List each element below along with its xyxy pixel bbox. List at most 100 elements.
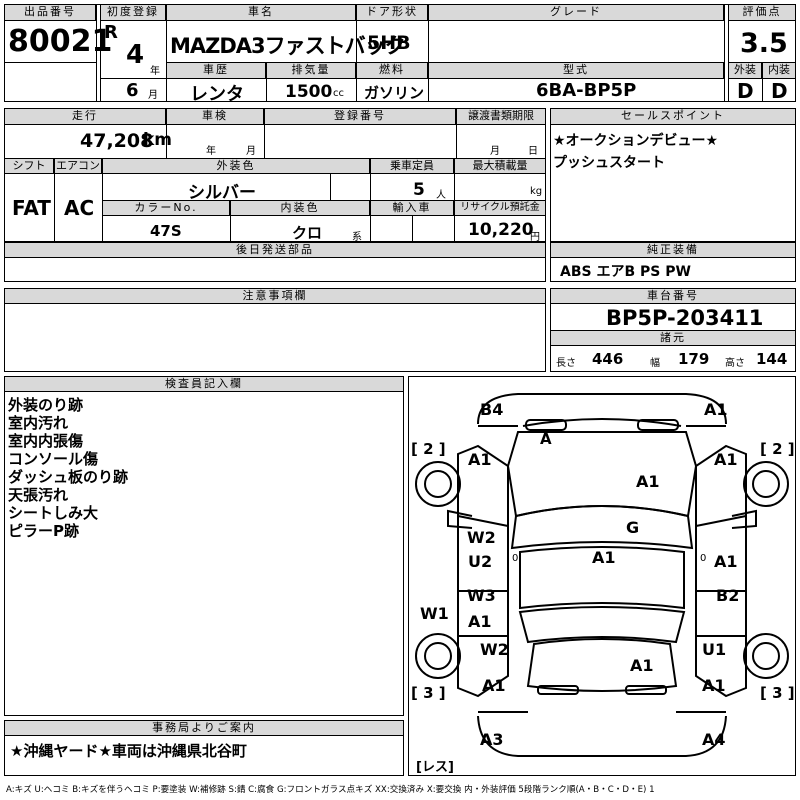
label-zero-right: 0 bbox=[700, 553, 707, 564]
capacity-unit: 人 bbox=[436, 190, 446, 201]
recycle-header: リサイクル預託金 bbox=[454, 200, 546, 216]
int-color-value: クロ bbox=[292, 224, 323, 242]
notes-header: 注意事項欄 bbox=[4, 288, 546, 304]
insp-month-unit: 月 bbox=[246, 146, 256, 157]
label-door-fl-bottom: U2 bbox=[468, 552, 493, 571]
wheel-front-left bbox=[415, 461, 461, 507]
shift-header: シフト bbox=[4, 158, 54, 174]
label-door-rl-bottom: A1 bbox=[468, 612, 492, 631]
transfer-month-unit: 月 bbox=[490, 146, 500, 157]
lot-no-header: 出品番号 bbox=[4, 4, 96, 21]
label-trunk: A1 bbox=[630, 656, 654, 675]
car-diagram bbox=[408, 376, 796, 776]
inspector-note: 室内内張傷 bbox=[8, 432, 84, 450]
label-bracket-left-top: [ 2 ] bbox=[411, 440, 446, 458]
model-header: 型式 bbox=[428, 62, 724, 79]
wheel-rear-left bbox=[415, 633, 461, 679]
door-value: 5HB bbox=[367, 32, 411, 54]
label-bracket-right-bottom: [ 3 ] bbox=[760, 684, 795, 702]
capacity-header: 乗車定員 bbox=[370, 158, 454, 174]
label-rear-right: A4 bbox=[702, 730, 726, 749]
label-bracket-left-bottom: [ 3 ] bbox=[411, 684, 446, 702]
label-spare: [レス] bbox=[416, 760, 454, 775]
legend: A:キズ U:ヘコミ B:キズを伴うヘコミ P:要塗装 W:補修跡 S:錆 C:… bbox=[6, 785, 655, 795]
label-rear-left: A3 bbox=[480, 730, 504, 749]
aircon-header: エアコン bbox=[54, 158, 102, 174]
left-side bbox=[457, 444, 509, 698]
aircon-value: AC bbox=[64, 196, 95, 220]
score-header: 評価点 bbox=[728, 4, 796, 21]
car-diagram-svg bbox=[415, 393, 789, 757]
inspector-note: 外装のり跡 bbox=[8, 396, 84, 414]
office-header: 事務局よりご案内 bbox=[4, 720, 404, 736]
wheel-front-right bbox=[743, 461, 789, 507]
car-name-value: MAZDA3ファストバック bbox=[170, 34, 406, 58]
grade-header: グレード bbox=[428, 4, 724, 21]
recycle-value: 10,220 bbox=[468, 220, 534, 240]
fuel-header: 燃料 bbox=[356, 62, 428, 79]
label-windshield: G bbox=[626, 518, 640, 537]
inspector-note: シートしみ大 bbox=[8, 504, 99, 522]
details-block bbox=[4, 108, 546, 242]
label-door-fl-top: W2 bbox=[467, 528, 496, 547]
later-parts-header: 後日発送部品 bbox=[4, 242, 546, 258]
label-bracket-right-top: [ 2 ] bbox=[760, 440, 795, 458]
int-color-suffix: 系 bbox=[352, 232, 362, 243]
inspector-note: 天張汚れ bbox=[8, 486, 69, 504]
height-label: 高さ bbox=[725, 358, 745, 369]
recycle-unit: 円 bbox=[530, 232, 540, 243]
sales-point-block bbox=[550, 108, 796, 242]
label-hood: A1 bbox=[636, 472, 660, 491]
mileage-header: 走行 bbox=[4, 108, 166, 125]
office-note: ★沖縄ヤード★車両は沖縄県北谷町 bbox=[10, 742, 247, 760]
color-no-header: カラーNo. bbox=[102, 200, 230, 216]
front-bumper bbox=[477, 393, 727, 425]
length-value: 446 bbox=[592, 350, 624, 368]
label-front-fender-right: A1 bbox=[714, 450, 738, 469]
history-header: 車歴 bbox=[166, 62, 266, 79]
trunk-outline bbox=[526, 638, 678, 692]
ext-color-value: シルバー bbox=[188, 183, 256, 203]
lot-no-value: 80021 bbox=[8, 24, 113, 59]
interior-header: 内装 bbox=[762, 62, 796, 79]
shift-value: FAT bbox=[12, 196, 51, 220]
hood-outline bbox=[506, 431, 698, 518]
genuine-header: 純正装備 bbox=[550, 242, 796, 258]
rear-glass bbox=[518, 606, 686, 644]
label-front-fender-left: A1 bbox=[468, 450, 492, 469]
label-rear-fender-right: A1 bbox=[702, 676, 726, 695]
ext-color-header: 外装色 bbox=[102, 158, 370, 174]
sales-point-2: プッシュスタート bbox=[553, 155, 665, 171]
label-door-rl-top: W3 bbox=[467, 586, 496, 605]
label-front-right: A1 bbox=[704, 400, 728, 419]
dimensions-header: 諸元 bbox=[550, 330, 796, 346]
mileage-unit: km bbox=[143, 130, 173, 150]
label-zero-left: 0 bbox=[512, 553, 519, 564]
roof-outline bbox=[519, 546, 685, 610]
exterior-header: 外装 bbox=[728, 62, 762, 79]
label-roof: A1 bbox=[592, 548, 616, 567]
fuel-value: ガソリン bbox=[364, 84, 425, 102]
label-rear-fender-left: A1 bbox=[482, 676, 506, 695]
inspector-header: 検査員記入欄 bbox=[4, 376, 404, 392]
rear-bumper bbox=[477, 715, 727, 757]
insp-year-unit: 年 bbox=[206, 146, 216, 157]
length-label: 長さ bbox=[556, 358, 576, 369]
capacity-value: 5 bbox=[413, 180, 425, 200]
import-header: 輸入車 bbox=[370, 200, 454, 216]
width-value: 179 bbox=[678, 350, 710, 368]
right-side bbox=[695, 444, 747, 698]
cc-unit: cc bbox=[333, 88, 344, 99]
label-hood-small: A bbox=[540, 430, 552, 448]
chassis-value: BP5P-203411 bbox=[606, 306, 764, 330]
chassis-header: 車台番号 bbox=[550, 288, 796, 304]
max-load-header: 最大積載量 bbox=[454, 158, 546, 174]
mileage-value: 47,208 bbox=[80, 130, 154, 152]
year-unit: 年 bbox=[150, 66, 160, 77]
inspector-note: 室内汚れ bbox=[8, 414, 69, 432]
label-door-rr: B2 bbox=[716, 586, 740, 605]
label-side-left: W1 bbox=[420, 604, 449, 623]
displacement-header: 排気量 bbox=[266, 62, 356, 79]
score-value: 3.5 bbox=[740, 28, 788, 59]
label-rear-fender-left-top: W2 bbox=[480, 640, 509, 659]
